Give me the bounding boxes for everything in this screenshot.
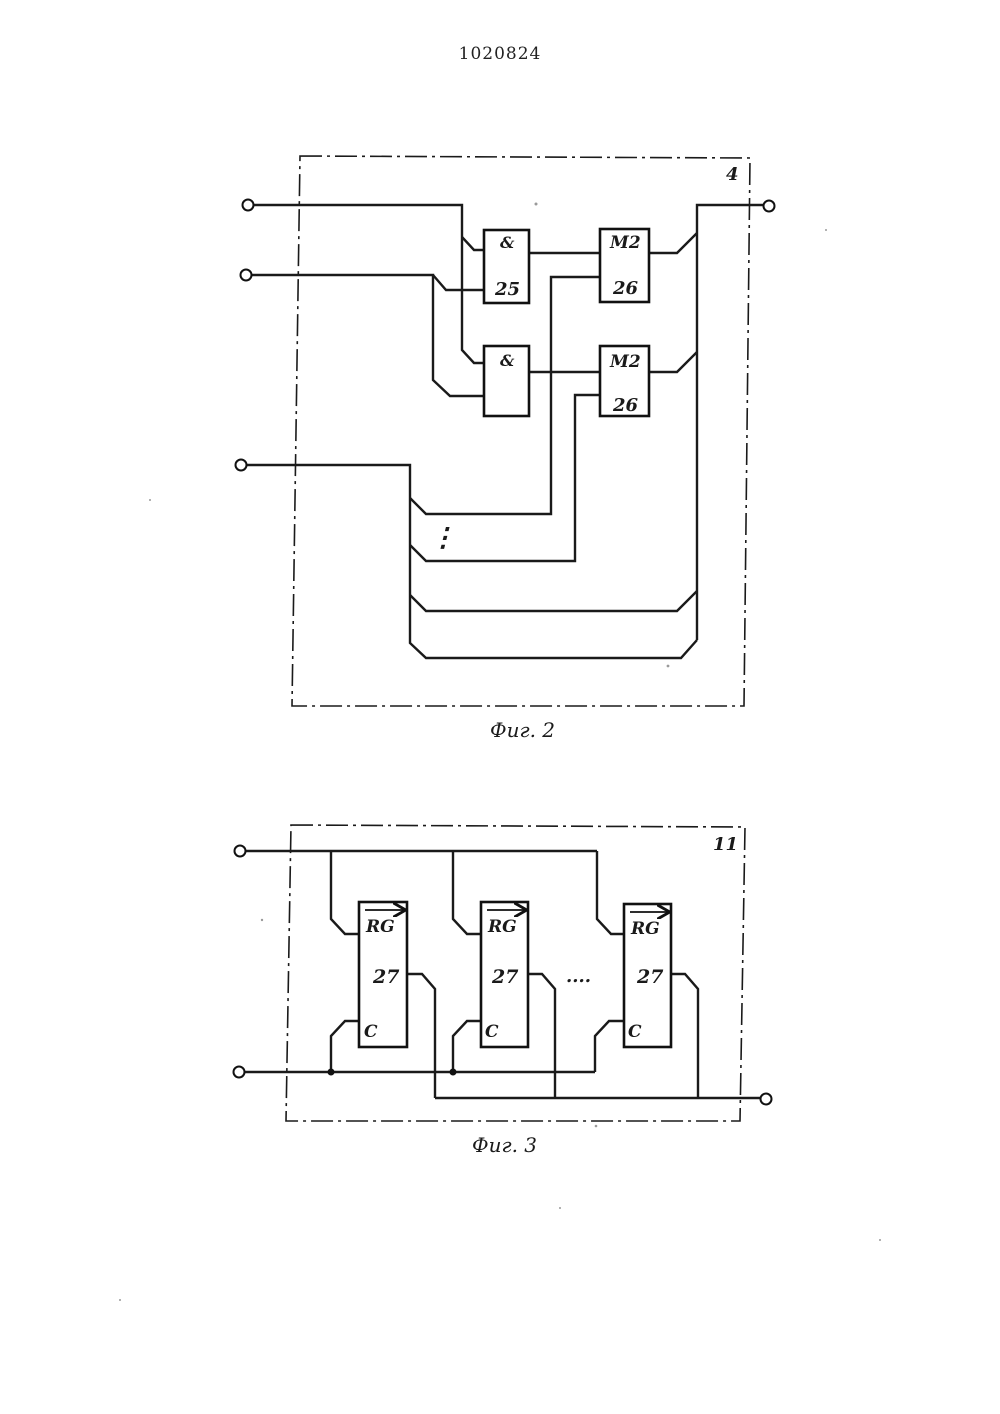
fig2-output-terminal bbox=[764, 201, 775, 212]
fig3-output-terminal bbox=[761, 1094, 772, 1105]
fig2-xor-bottom: M2 26 bbox=[600, 346, 649, 416]
and-symbol-top: & bbox=[500, 233, 515, 252]
fig2-input-terminal-3 bbox=[236, 460, 247, 471]
fig3-clock-input-terminal bbox=[234, 1067, 245, 1078]
fig2-and-gate-top: & 25 bbox=[484, 230, 529, 303]
fig3-register-1: RG 27 C bbox=[359, 902, 407, 1047]
register-1-symbol: RG bbox=[365, 917, 395, 937]
register-2-number: 27 bbox=[491, 966, 518, 988]
fig3-ellipsis: .... bbox=[566, 966, 591, 987]
fig3-frame-number: 11 bbox=[713, 834, 738, 855]
xor-number-top: 26 bbox=[612, 278, 639, 299]
register-3-clock: C bbox=[628, 1022, 642, 1042]
register-1-clock: C bbox=[364, 1022, 378, 1042]
fig2-frame-number: 4 bbox=[726, 164, 739, 185]
fig2-caption: Фиг. 2 bbox=[490, 718, 555, 742]
fig3-diagram: RG 27 C RG 27 C RG 27 C .... 11 bbox=[234, 825, 772, 1157]
xor-symbol-bottom: M2 bbox=[609, 352, 641, 372]
fig3-data-input-terminal bbox=[235, 846, 246, 857]
fig2-diagram: & 25 & M2 26 M2 26 ⋮ 4 Фиг. 2 bbox=[236, 156, 775, 742]
fig3-register-3: RG 27 C bbox=[624, 904, 671, 1047]
register-3-number: 27 bbox=[636, 966, 663, 988]
fig2-ellipsis: ⋮ bbox=[430, 523, 456, 553]
fig2-input-terminal-1 bbox=[243, 200, 254, 211]
register-2-symbol: RG bbox=[487, 917, 517, 937]
and-symbol-bottom: & bbox=[500, 351, 515, 370]
fig3-register-2: RG 27 C bbox=[481, 902, 528, 1047]
register-1-number: 27 bbox=[372, 966, 399, 988]
register-3-symbol: RG bbox=[630, 919, 660, 939]
xor-symbol-top: M2 bbox=[609, 233, 641, 253]
fig2-and-gate-bottom: & bbox=[484, 346, 529, 416]
fig3-junction-1 bbox=[328, 1069, 335, 1076]
xor-number-bottom: 26 bbox=[612, 395, 639, 416]
fig2-input-terminal-2 bbox=[241, 270, 252, 281]
and-number-top: 25 bbox=[494, 279, 520, 300]
fig2-xor-top: M2 26 bbox=[600, 229, 649, 302]
fig3-caption: Фиг. 3 bbox=[472, 1133, 537, 1157]
register-2-clock: C bbox=[485, 1022, 499, 1042]
fig3-junction-2 bbox=[450, 1069, 457, 1076]
